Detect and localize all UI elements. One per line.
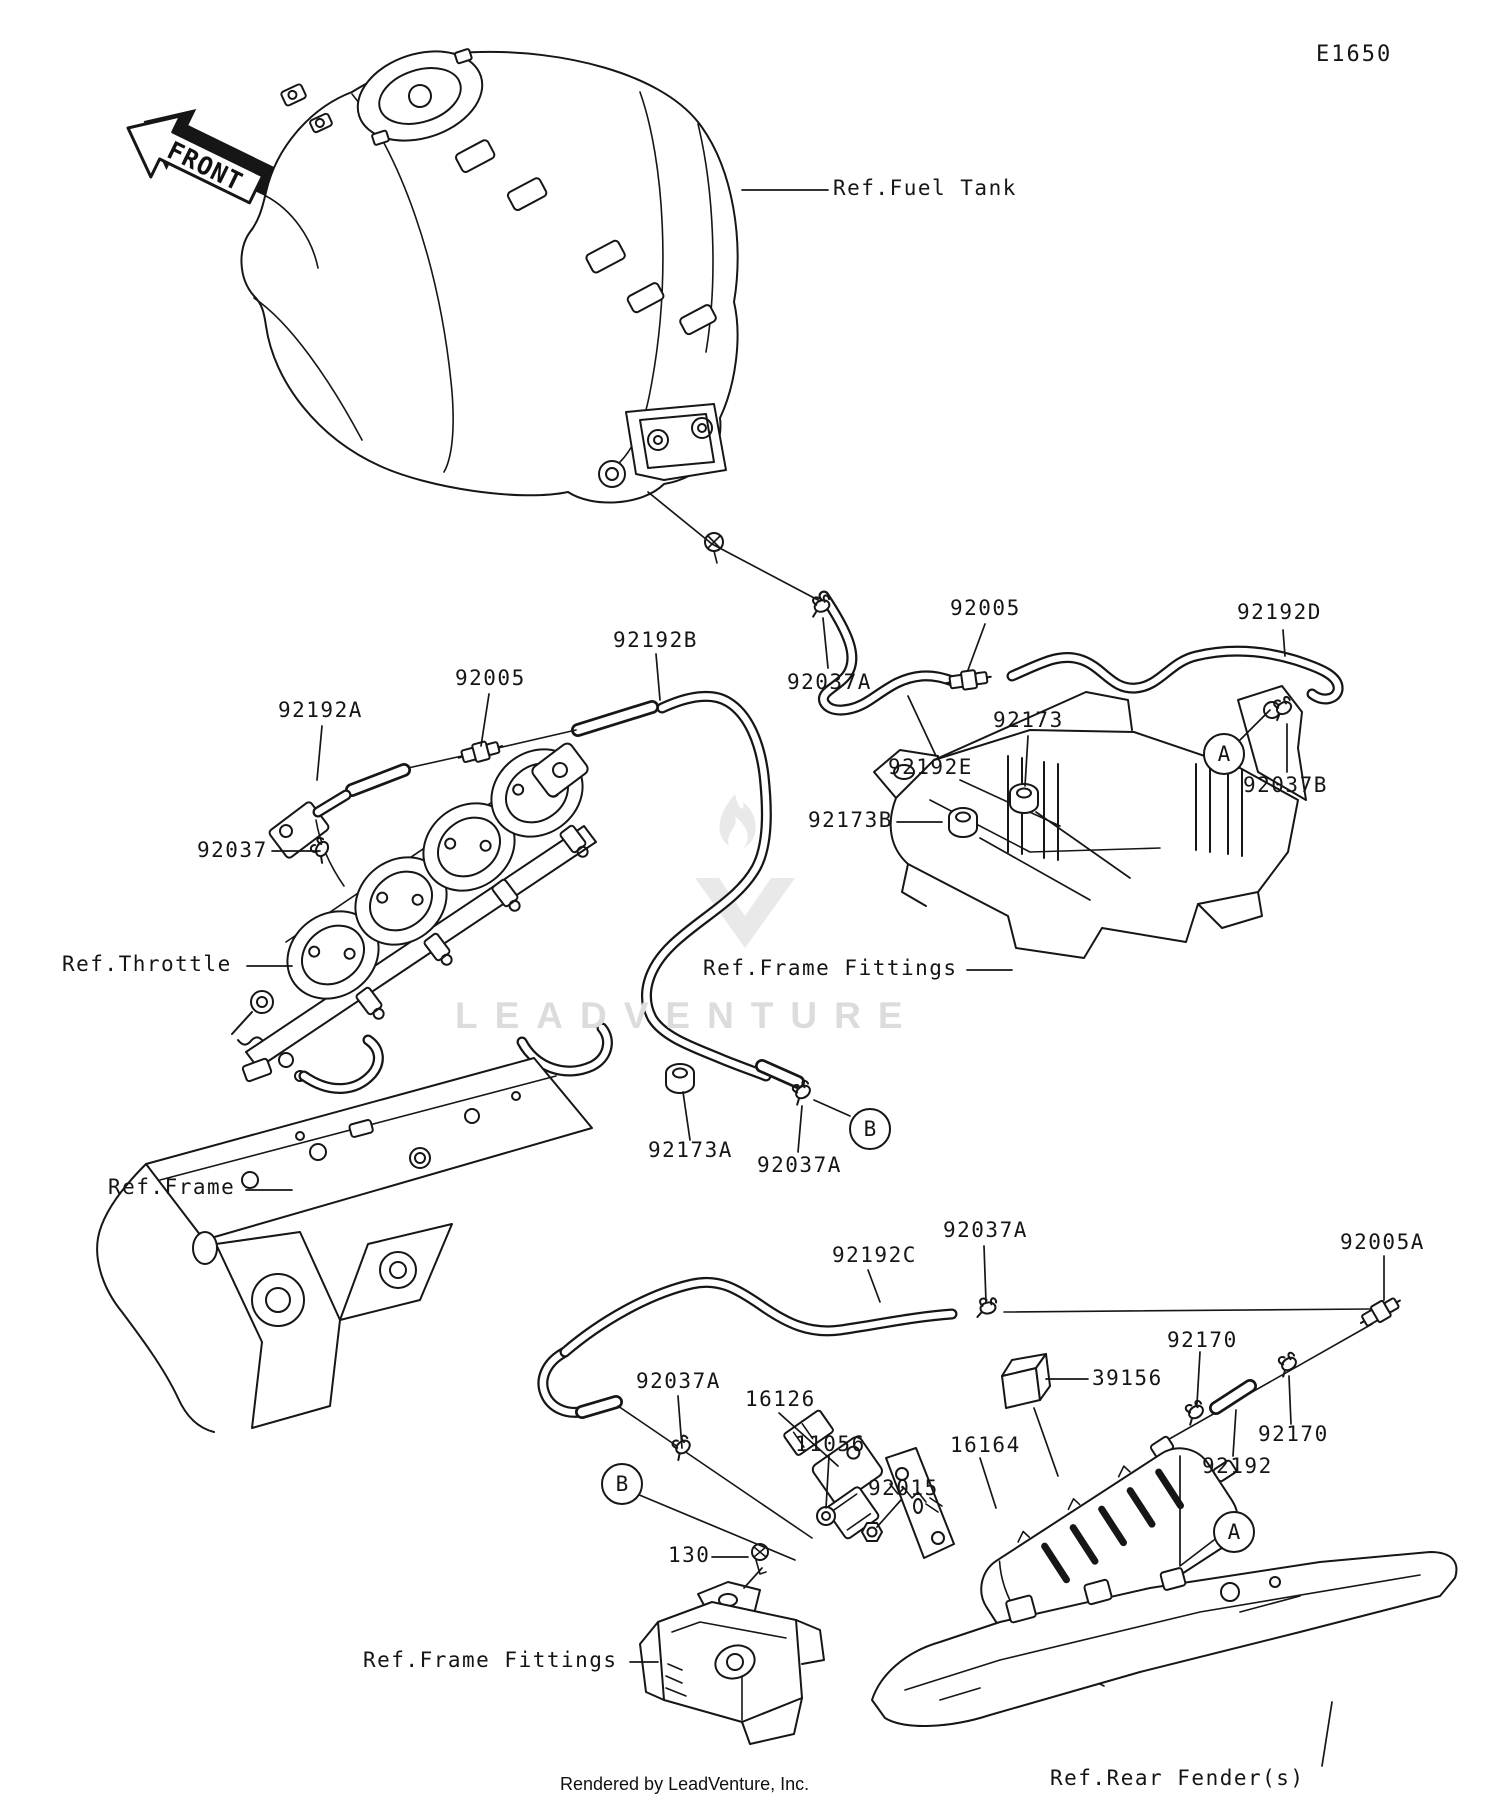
label-ref-frame: Ref.Frame	[108, 1175, 236, 1199]
label-92005-right: 92005	[950, 596, 1021, 620]
front-arrow: FRONT	[126, 108, 279, 205]
label-16126: 16126	[745, 1387, 816, 1411]
label-ref-throttle: Ref.Throttle	[62, 952, 232, 976]
label-92170-1: 92170	[1167, 1328, 1238, 1352]
leader-lines	[245, 189, 1385, 1767]
label-92192D: 92192D	[1237, 600, 1322, 624]
valve-drawing	[751, 1409, 955, 1575]
bottom-bracket-drawing	[639, 1581, 825, 1745]
label-39156: 39156	[1092, 1366, 1163, 1390]
throttle-drawing	[231, 742, 613, 1094]
label-92192A: 92192A	[278, 698, 363, 722]
hoses-upper	[306, 491, 1344, 1106]
label-92037A-2: 92037A	[757, 1153, 842, 1177]
diagram-code: E1650	[1316, 42, 1393, 67]
fuel-tank-drawing	[240, 48, 739, 564]
label-ref-rear-fender: Ref.Rear Fender(s)	[1050, 1766, 1305, 1790]
label-ref-frame-fittings-1: Ref.Frame Fittings	[703, 956, 958, 980]
label-92037A-3: 92037A	[943, 1218, 1028, 1242]
watermark-text: LEADVENTURE	[455, 995, 920, 1036]
frame-drawing	[96, 1057, 593, 1433]
callout-B-top: B	[849, 1108, 891, 1150]
sensor-cube-drawing	[1001, 1353, 1051, 1409]
label-92173: 92173	[993, 708, 1064, 732]
label-92173B: 92173B	[808, 808, 893, 832]
label-92192B: 92192B	[613, 628, 698, 652]
label-92037: 92037	[197, 838, 268, 862]
label-ref-fuel-tank: Ref.Fuel Tank	[833, 176, 1017, 200]
watermark-logo	[695, 794, 795, 948]
label-92192E: 92192E	[888, 755, 973, 779]
label-92037B: 92037B	[1243, 773, 1328, 797]
label-92192: 92192	[1202, 1454, 1273, 1478]
label-92173A: 92173A	[648, 1138, 733, 1162]
label-92037A-4: 92037A	[636, 1369, 721, 1393]
label-92005-left: 92005	[455, 666, 526, 690]
label-16164: 16164	[950, 1433, 1021, 1457]
label-11056: 11056	[795, 1432, 866, 1456]
label-130: 130	[668, 1543, 711, 1567]
hoses-lower	[537, 1276, 1406, 1539]
label-92005A: 92005A	[1340, 1230, 1425, 1254]
label-92015: 92015	[868, 1476, 939, 1500]
label-ref-frame-fittings-2: Ref.Frame Fittings	[363, 1648, 618, 1672]
callout-B-bottom: B	[601, 1463, 643, 1505]
label-92170-2: 92170	[1258, 1422, 1329, 1446]
callout-A-bottom: A	[1213, 1511, 1255, 1553]
callout-A-top: A	[1203, 733, 1245, 775]
footer-credit: Rendered by LeadVenture, Inc.	[560, 1774, 810, 1794]
rear-fender-drawing	[871, 1551, 1458, 1727]
label-92037A-1: 92037A	[787, 670, 872, 694]
label-92192C: 92192C	[832, 1243, 917, 1267]
